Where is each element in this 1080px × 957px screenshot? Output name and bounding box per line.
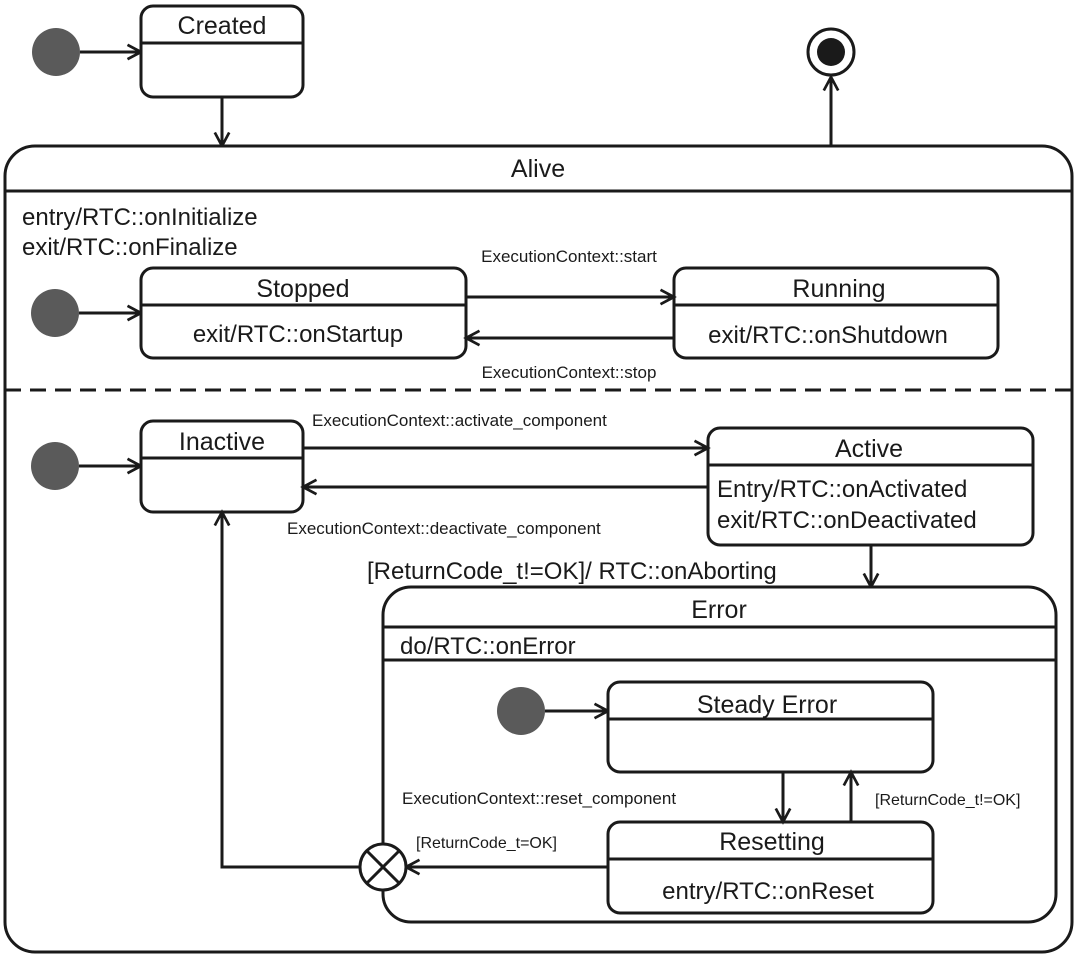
state-steady-error-title: Steady Error: [697, 691, 837, 719]
transition-reset-label: ExecutionContext::reset_component: [402, 789, 676, 808]
state-alive-title: Alive: [511, 155, 565, 183]
state-running: Running exit/RTC::onShutdown: [672, 266, 1000, 360]
initial-node-region2: [31, 442, 79, 490]
state-inactive: Inactive: [139, 419, 305, 514]
transition-reset-fail-label: [ReturnCode_t!=OK]: [875, 792, 1020, 809]
state-active-entry: Entry/RTC::onActivated: [717, 476, 967, 503]
transition-aborting-label: [ReturnCode_t!=OK]/ RTC::onAborting: [367, 558, 777, 585]
initial-node-top: [32, 28, 80, 76]
state-alive-exit: exit/RTC::onFinalize: [22, 234, 238, 261]
transition-reset-ok-label: [ReturnCode_t=OK]: [416, 835, 557, 852]
state-stopped: Stopped exit/RTC::onStartup: [139, 266, 468, 360]
state-created-title: Created: [178, 12, 267, 40]
transition-deactivate-label: ExecutionContext::deactivate_component: [287, 519, 601, 538]
state-resetting: Resetting entry/RTC::onReset: [606, 820, 935, 915]
state-stopped-action: exit/RTC::onStartup: [193, 321, 403, 348]
state-active-exit: exit/RTC::onDeactivated: [717, 507, 977, 534]
transition-activate-label: ExecutionContext::activate_component: [312, 411, 607, 430]
transition-exit-to-inactive: [222, 512, 360, 869]
state-resetting-title: Resetting: [719, 828, 825, 856]
exit-point: [358, 842, 408, 892]
state-error-do: do/RTC::onError: [400, 633, 576, 660]
initial-node-region1: [31, 289, 79, 337]
state-inactive-title: Inactive: [179, 428, 265, 456]
state-error-title: Error: [691, 596, 747, 624]
final-state: [806, 27, 856, 77]
state-resetting-action: entry/RTC::onReset: [662, 878, 874, 905]
state-active-title: Active: [835, 435, 903, 463]
state-stopped-title: Stopped: [256, 275, 349, 303]
initial-node-error: [497, 687, 545, 735]
state-running-action: exit/RTC::onShutdown: [708, 322, 948, 349]
state-created: Created: [139, 4, 305, 99]
state-active: Active Entry/RTC::onActivated exit/RTC::…: [706, 426, 1035, 547]
transition-start-label: ExecutionContext::start: [481, 247, 657, 266]
state-running-title: Running: [792, 275, 885, 303]
transition-stop-label: ExecutionContext::stop: [482, 363, 657, 382]
state-steady-error: Steady Error: [606, 680, 935, 774]
state-alive-entry: entry/RTC::onInitialize: [22, 204, 258, 231]
